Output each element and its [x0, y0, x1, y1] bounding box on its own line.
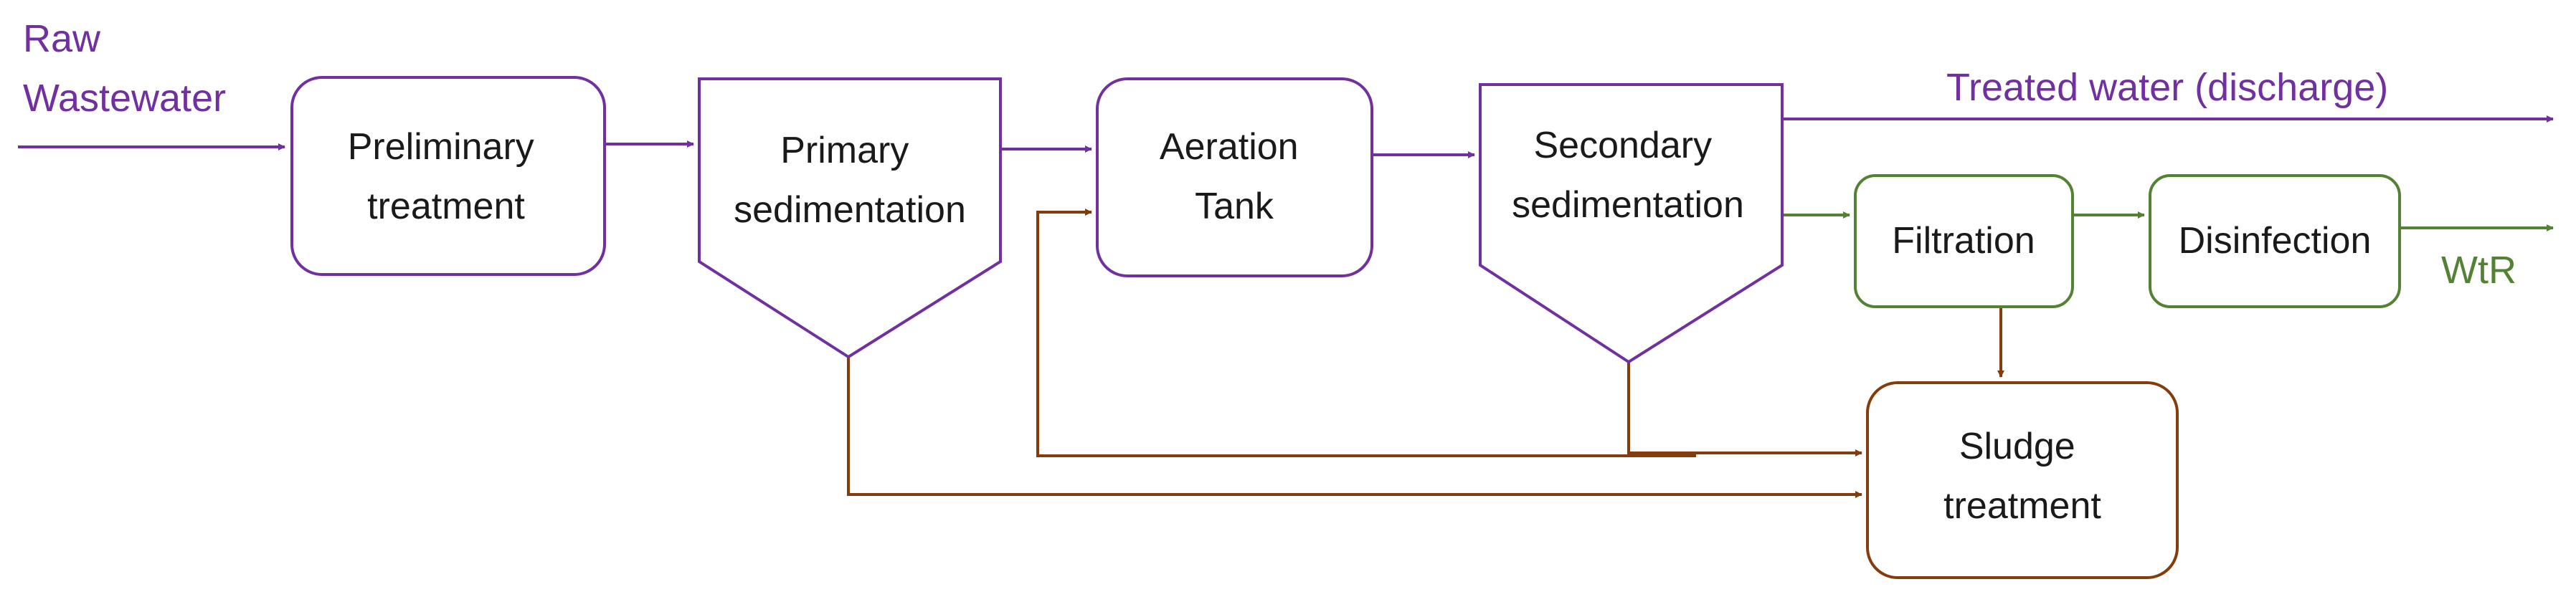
filtration-label: Filtration	[1892, 220, 2035, 262]
preliminary-treatment-label: Preliminary treatment	[348, 126, 545, 227]
preliminary-label-line2: treatment	[367, 186, 525, 227]
preliminary-treatment-box	[290, 76, 606, 276]
disinfection-label: Disinfection	[2179, 220, 2372, 262]
raw-label-line2: Wastewater	[23, 77, 226, 120]
raw-label-line1: Raw	[23, 17, 101, 60]
secondary-sedimentation-label: Secondary sedimentation	[1512, 125, 1744, 226]
disinfection-box	[2149, 174, 2401, 308]
raw-wastewater-label: Raw Wastewater	[23, 17, 226, 120]
wtr-label: WtR	[2441, 249, 2516, 292]
primary-label-line1: Primary	[780, 130, 909, 171]
aeration-tank-label: Aeration Tank	[1160, 126, 1309, 227]
aeration-label-line1: Aeration	[1160, 126, 1299, 168]
arrow-primary-to-sludge	[847, 357, 1862, 498]
primary-sedimentation-label: Primary sedimentation	[734, 130, 966, 231]
sludge-treatment-label: Sludge treatment	[1943, 426, 2101, 527]
sludge-label-line2: treatment	[1943, 485, 2101, 527]
arrow-secondary-to-sludge	[1627, 362, 1862, 457]
arrow-return-sludge-to-aeration	[1036, 209, 1696, 457]
treated-water-discharge-label: Treated water (discharge)	[1946, 66, 2388, 109]
secondary-sedimentation-tank	[1479, 83, 1784, 364]
sludge-label-line1: Sludge	[1959, 426, 2075, 467]
secondary-label-line1: Secondary	[1533, 125, 1712, 166]
sludge-treatment-box	[1866, 381, 2179, 579]
primary-label-line2: sedimentation	[734, 189, 966, 231]
preliminary-label-line1: Preliminary	[348, 126, 534, 168]
primary-sedimentation-tank	[698, 77, 1002, 359]
filtration-box	[1854, 174, 2074, 308]
aeration-tank-box	[1096, 77, 1373, 277]
aeration-label-line2: Tank	[1195, 186, 1274, 227]
secondary-label-line2: sedimentation	[1512, 184, 1744, 226]
